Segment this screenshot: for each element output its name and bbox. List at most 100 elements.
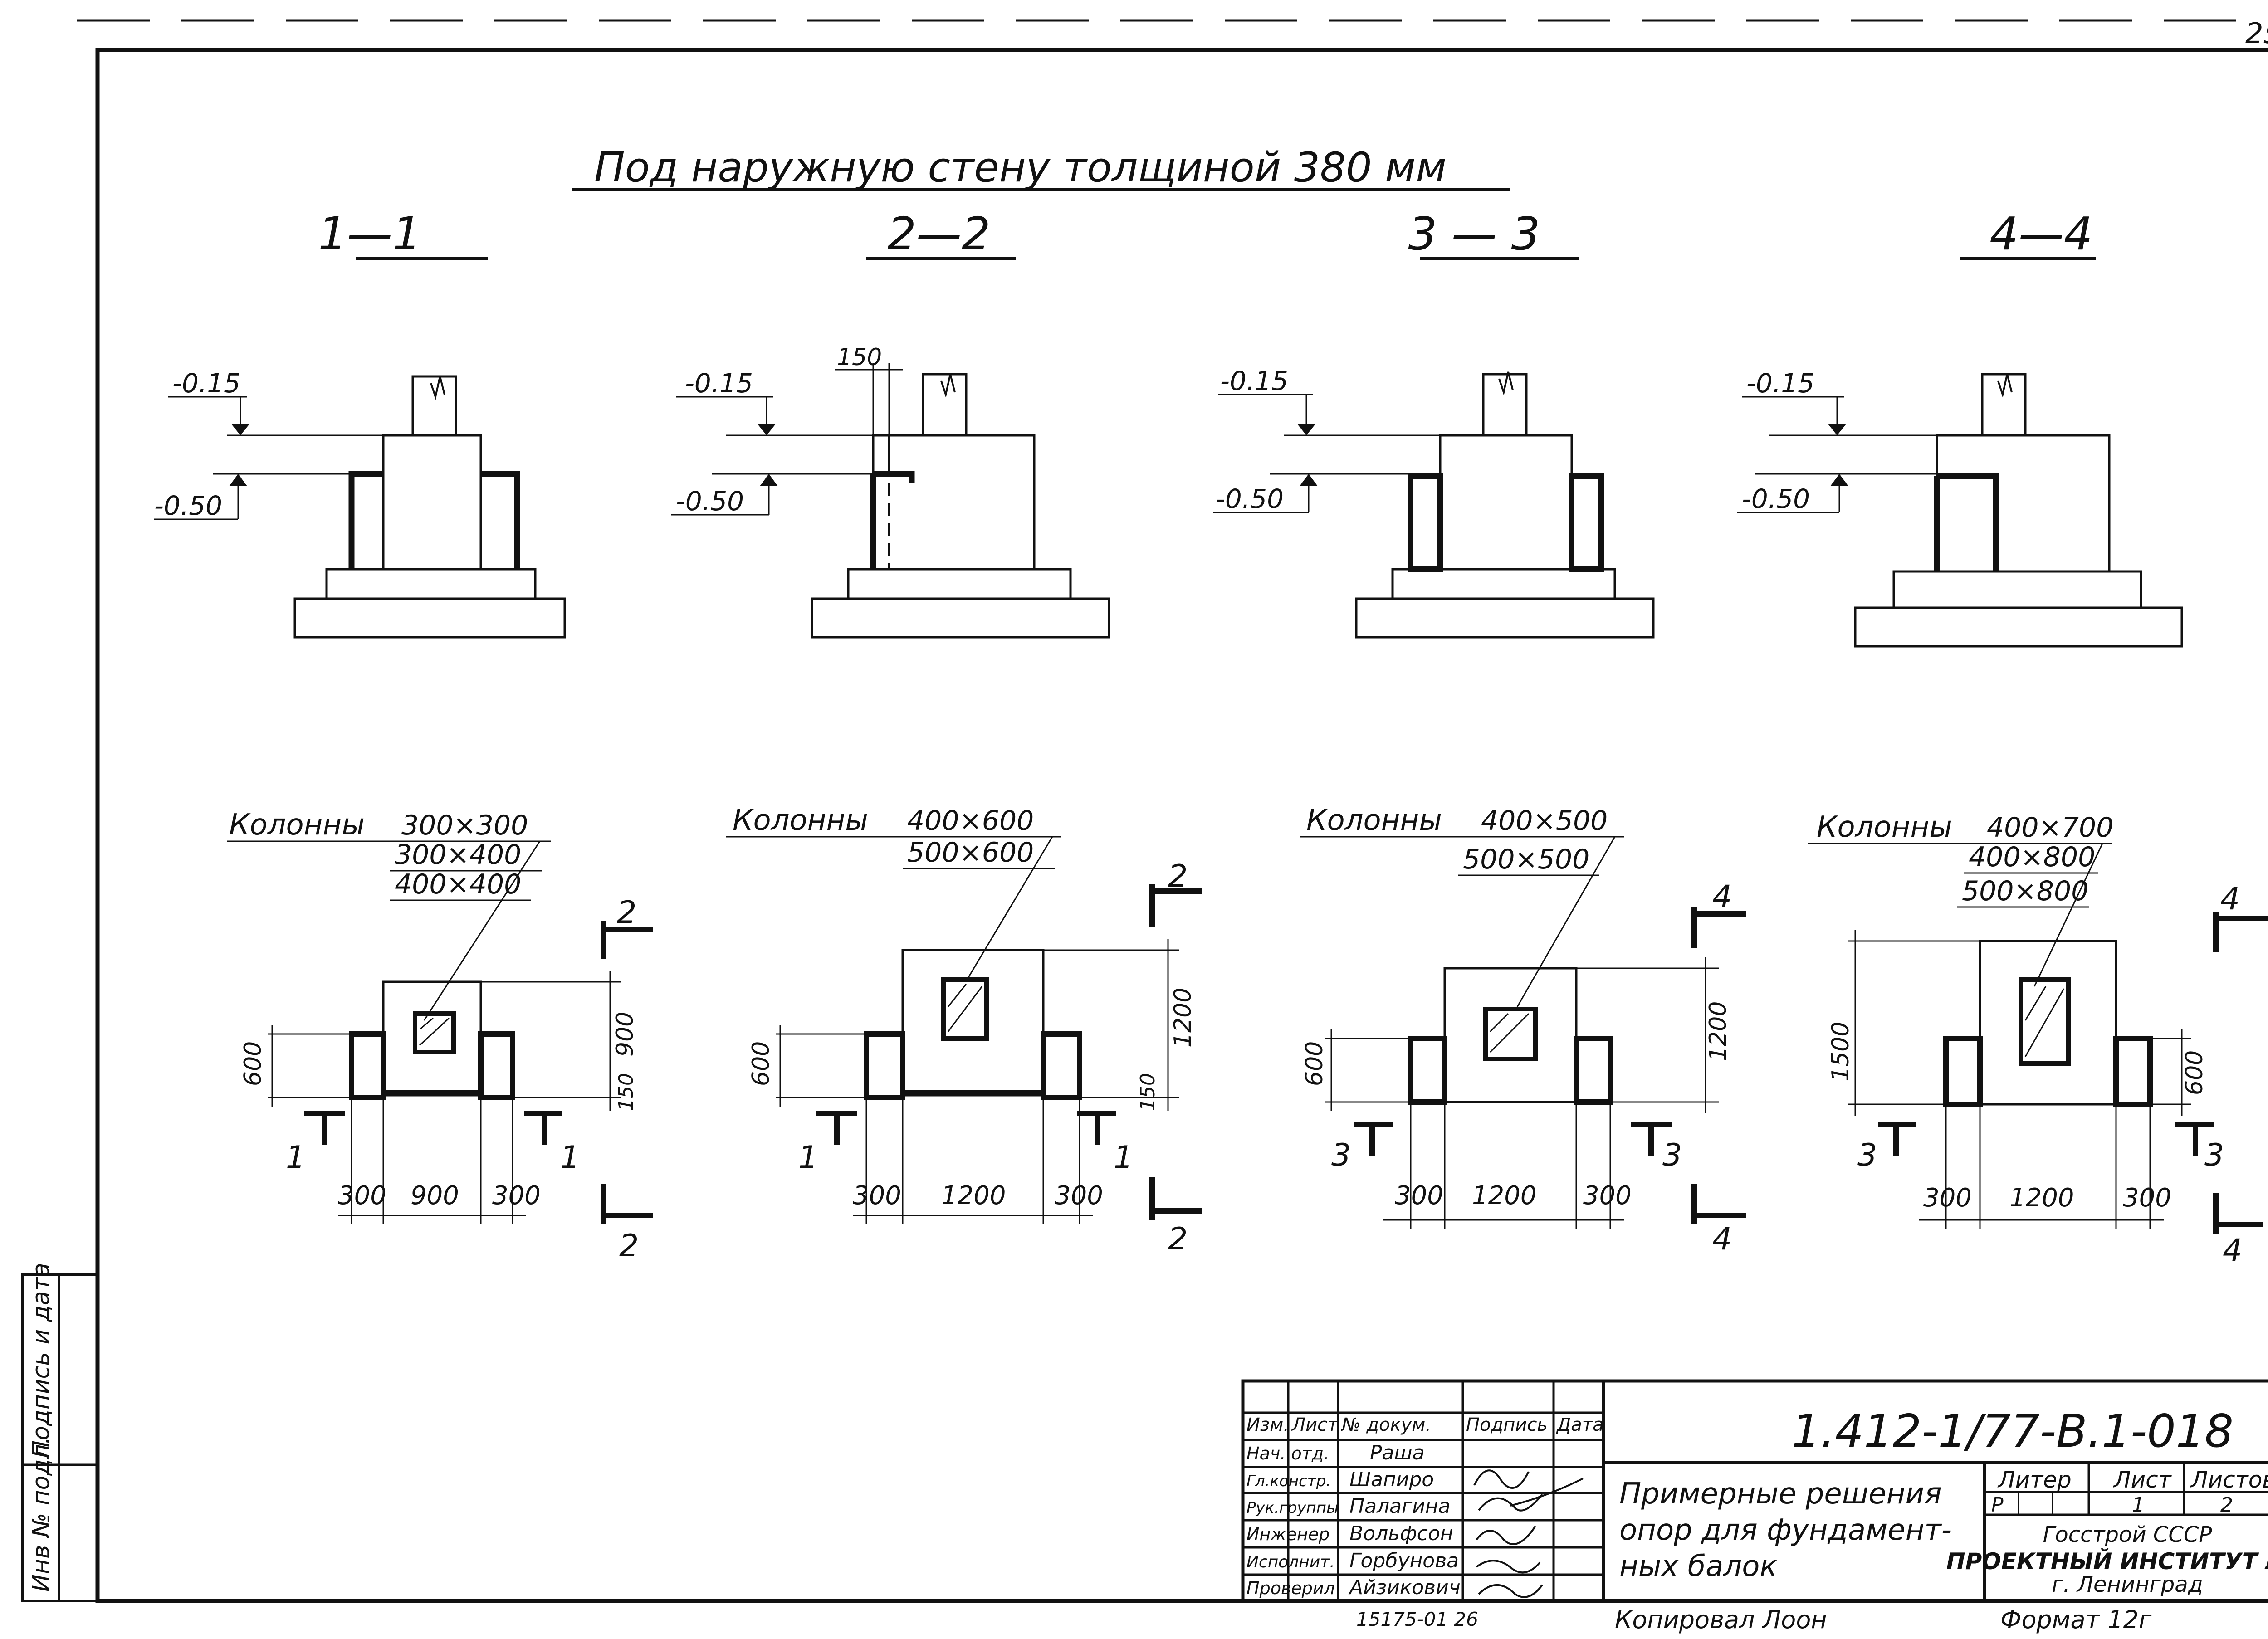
svg-text:опор для фундамент-: опор для фундамент-	[1619, 1513, 1952, 1547]
svg-text:1.412-1/77-В.1-018: 1.412-1/77-В.1-018	[1792, 1405, 2234, 1458]
svg-text:ПРОЕКТНЫЙ ИНСТИТУТ №1: ПРОЕКТНЫЙ ИНСТИТУТ №1	[1946, 1548, 2268, 1575]
svg-text:150: 150	[837, 344, 882, 371]
svg-text:Инженер: Инженер	[1246, 1524, 1330, 1544]
svg-text:-0.15: -0.15	[685, 368, 753, 399]
svg-text:150: 150	[1136, 1073, 1159, 1111]
svg-text:Нач. отд.: Нач. отд.	[1246, 1444, 1329, 1463]
svg-text:1: 1	[286, 1140, 305, 1176]
svg-text:900: 900	[411, 1181, 459, 1210]
svg-text:-0.15: -0.15	[1746, 368, 1814, 399]
svg-text:400×600: 400×600	[907, 805, 1034, 837]
svg-text:-0.15: -0.15	[172, 368, 240, 399]
section-1-drawing: -0.15 -0.50	[154, 368, 566, 639]
svg-text:300: 300	[1923, 1183, 1972, 1213]
svg-text:300×300: 300×300	[401, 810, 528, 841]
svg-text:2: 2	[1168, 1221, 1188, 1257]
svg-text:Колонны: Колонны	[1306, 804, 1442, 837]
title-block: Изм. Лист № докум. Подпись Дата Нач. отд…	[1241, 1379, 2268, 1603]
svg-text:300: 300	[2123, 1183, 2171, 1213]
svg-text:300: 300	[853, 1181, 901, 1210]
sheet-format: Формат 12г	[2000, 1605, 2152, 1634]
page-number: 25	[2245, 17, 2268, 50]
svg-text:300: 300	[1583, 1181, 1632, 1210]
svg-text:Листов: Листов	[2190, 1467, 2268, 1493]
section-3-drawing: -0.15 -0.50	[1213, 366, 1655, 639]
svg-text:г. Ленинград: г. Ленинград	[2052, 1572, 2203, 1597]
svg-text:Гл.констр.: Гл.констр.	[1246, 1472, 1331, 1490]
svg-text:1200: 1200	[1169, 988, 1197, 1048]
svg-text:-0.15: -0.15	[1220, 366, 1288, 396]
svg-text:-0.50: -0.50	[1742, 483, 1810, 514]
svg-text:4—4: 4—4	[1989, 207, 2092, 260]
svg-text:3: 3	[1857, 1137, 1877, 1173]
svg-text:-0.50: -0.50	[1216, 483, 1284, 514]
svg-text:1500: 1500	[1827, 1022, 1854, 1082]
svg-text:3: 3	[1662, 1137, 1682, 1173]
svg-text:Дата: Дата	[1556, 1415, 1604, 1435]
svg-text:Подпись и дата: Подпись и дата	[28, 1263, 55, 1458]
svg-text:2: 2	[617, 895, 636, 931]
svg-text:2: 2	[619, 1228, 639, 1264]
svg-text:400×700: 400×700	[1987, 812, 2113, 844]
svg-text:Литер: Литер	[1997, 1467, 2072, 1493]
svg-text:Вольфсон: Вольфсон	[1349, 1522, 1453, 1545]
svg-text:300: 300	[1395, 1181, 1443, 1210]
svg-text:Госстрой СССР: Госстрой СССР	[2043, 1522, 2212, 1547]
section-2-drawing: -0.15 -0.50 150	[671, 344, 1110, 639]
svg-text:500×600: 500×600	[907, 837, 1034, 868]
svg-text:Инв № подл.: Инв № подл.	[28, 1437, 55, 1592]
svg-text:Раша: Раша	[1370, 1441, 1425, 1464]
svg-text:900: 900	[611, 1012, 639, 1057]
svg-text:300: 300	[1055, 1181, 1103, 1210]
svg-text:600: 600	[1301, 1041, 1328, 1086]
plan-4-drawing: Колонны 400×700 400×800 500×800 1500 600…	[1808, 810, 2268, 1268]
svg-text:300: 300	[338, 1181, 386, 1210]
svg-text:4: 4	[2220, 881, 2240, 917]
svg-text:400×800: 400×800	[1969, 841, 2095, 873]
svg-text:4: 4	[2223, 1233, 2242, 1268]
plan-1-drawing: Колонны 300×300 300×400 400×400 600 900 …	[227, 808, 653, 1264]
svg-text:1: 1	[2132, 1493, 2145, 1517]
svg-text:Примерные решения: Примерные решения	[1619, 1477, 1942, 1511]
copied-by: Копировал Лоон	[1615, 1605, 1827, 1634]
svg-text:150: 150	[615, 1073, 638, 1111]
sheet-title: Под наружную стену толщиной 380 мм	[594, 144, 1447, 191]
svg-text:Горбунова: Горбунова	[1349, 1549, 1459, 1572]
svg-text:500×500: 500×500	[1463, 844, 1589, 875]
svg-text:2: 2	[2220, 1493, 2233, 1517]
svg-text:Исполнит.: Исполнит.	[1246, 1553, 1335, 1571]
svg-text:Изм.: Изм.	[1246, 1415, 1289, 1435]
plan-2-drawing: Колонны 400×600 500×600 600 1200 150 300…	[726, 804, 1202, 1257]
svg-text:500×800: 500×800	[1962, 875, 2088, 907]
svg-text:1: 1	[1114, 1140, 1133, 1176]
svg-text:Шапиро: Шапиро	[1349, 1468, 1434, 1491]
svg-text:Айзикович: Айзикович	[1348, 1576, 1461, 1599]
svg-text:1200: 1200	[2009, 1183, 2074, 1213]
svg-text:1: 1	[798, 1140, 818, 1176]
svg-text:600: 600	[748, 1041, 775, 1086]
plan-3-drawing: Колонны 400×500 500×500 600 1200 300 120…	[1300, 804, 1746, 1257]
svg-text:2: 2	[1168, 859, 1188, 894]
section-label-2: 2—2	[866, 207, 1016, 260]
svg-text:4: 4	[1712, 879, 1732, 915]
svg-text:Р: Р	[1991, 1493, 2004, 1517]
svg-text:-0.50: -0.50	[676, 486, 744, 517]
svg-text:Палагина: Палагина	[1349, 1495, 1451, 1518]
side-stamp: Инв № подл. Подпись и дата	[21, 1263, 99, 1602]
svg-text:3: 3	[1331, 1137, 1351, 1173]
svg-text:400×400: 400×400	[395, 868, 521, 900]
section-label-4: 4—4	[1960, 207, 2096, 260]
svg-text:1200: 1200	[941, 1181, 1006, 1210]
svg-text:4: 4	[1712, 1221, 1732, 1257]
svg-text:-0.50: -0.50	[154, 490, 222, 521]
svg-text:№ докум.: № докум.	[1341, 1415, 1431, 1435]
svg-text:Рук.группы: Рук.группы	[1246, 1499, 1339, 1517]
svg-text:Подпись: Подпись	[1466, 1415, 1548, 1435]
svg-text:400×500: 400×500	[1481, 805, 1608, 837]
svg-text:1: 1	[560, 1140, 580, 1176]
svg-text:Проверил: Проверил	[1246, 1578, 1335, 1598]
svg-text:Лист: Лист	[1291, 1415, 1339, 1435]
svg-text:Колонны: Колонны	[733, 804, 868, 837]
svg-text:600: 600	[2181, 1050, 2208, 1095]
